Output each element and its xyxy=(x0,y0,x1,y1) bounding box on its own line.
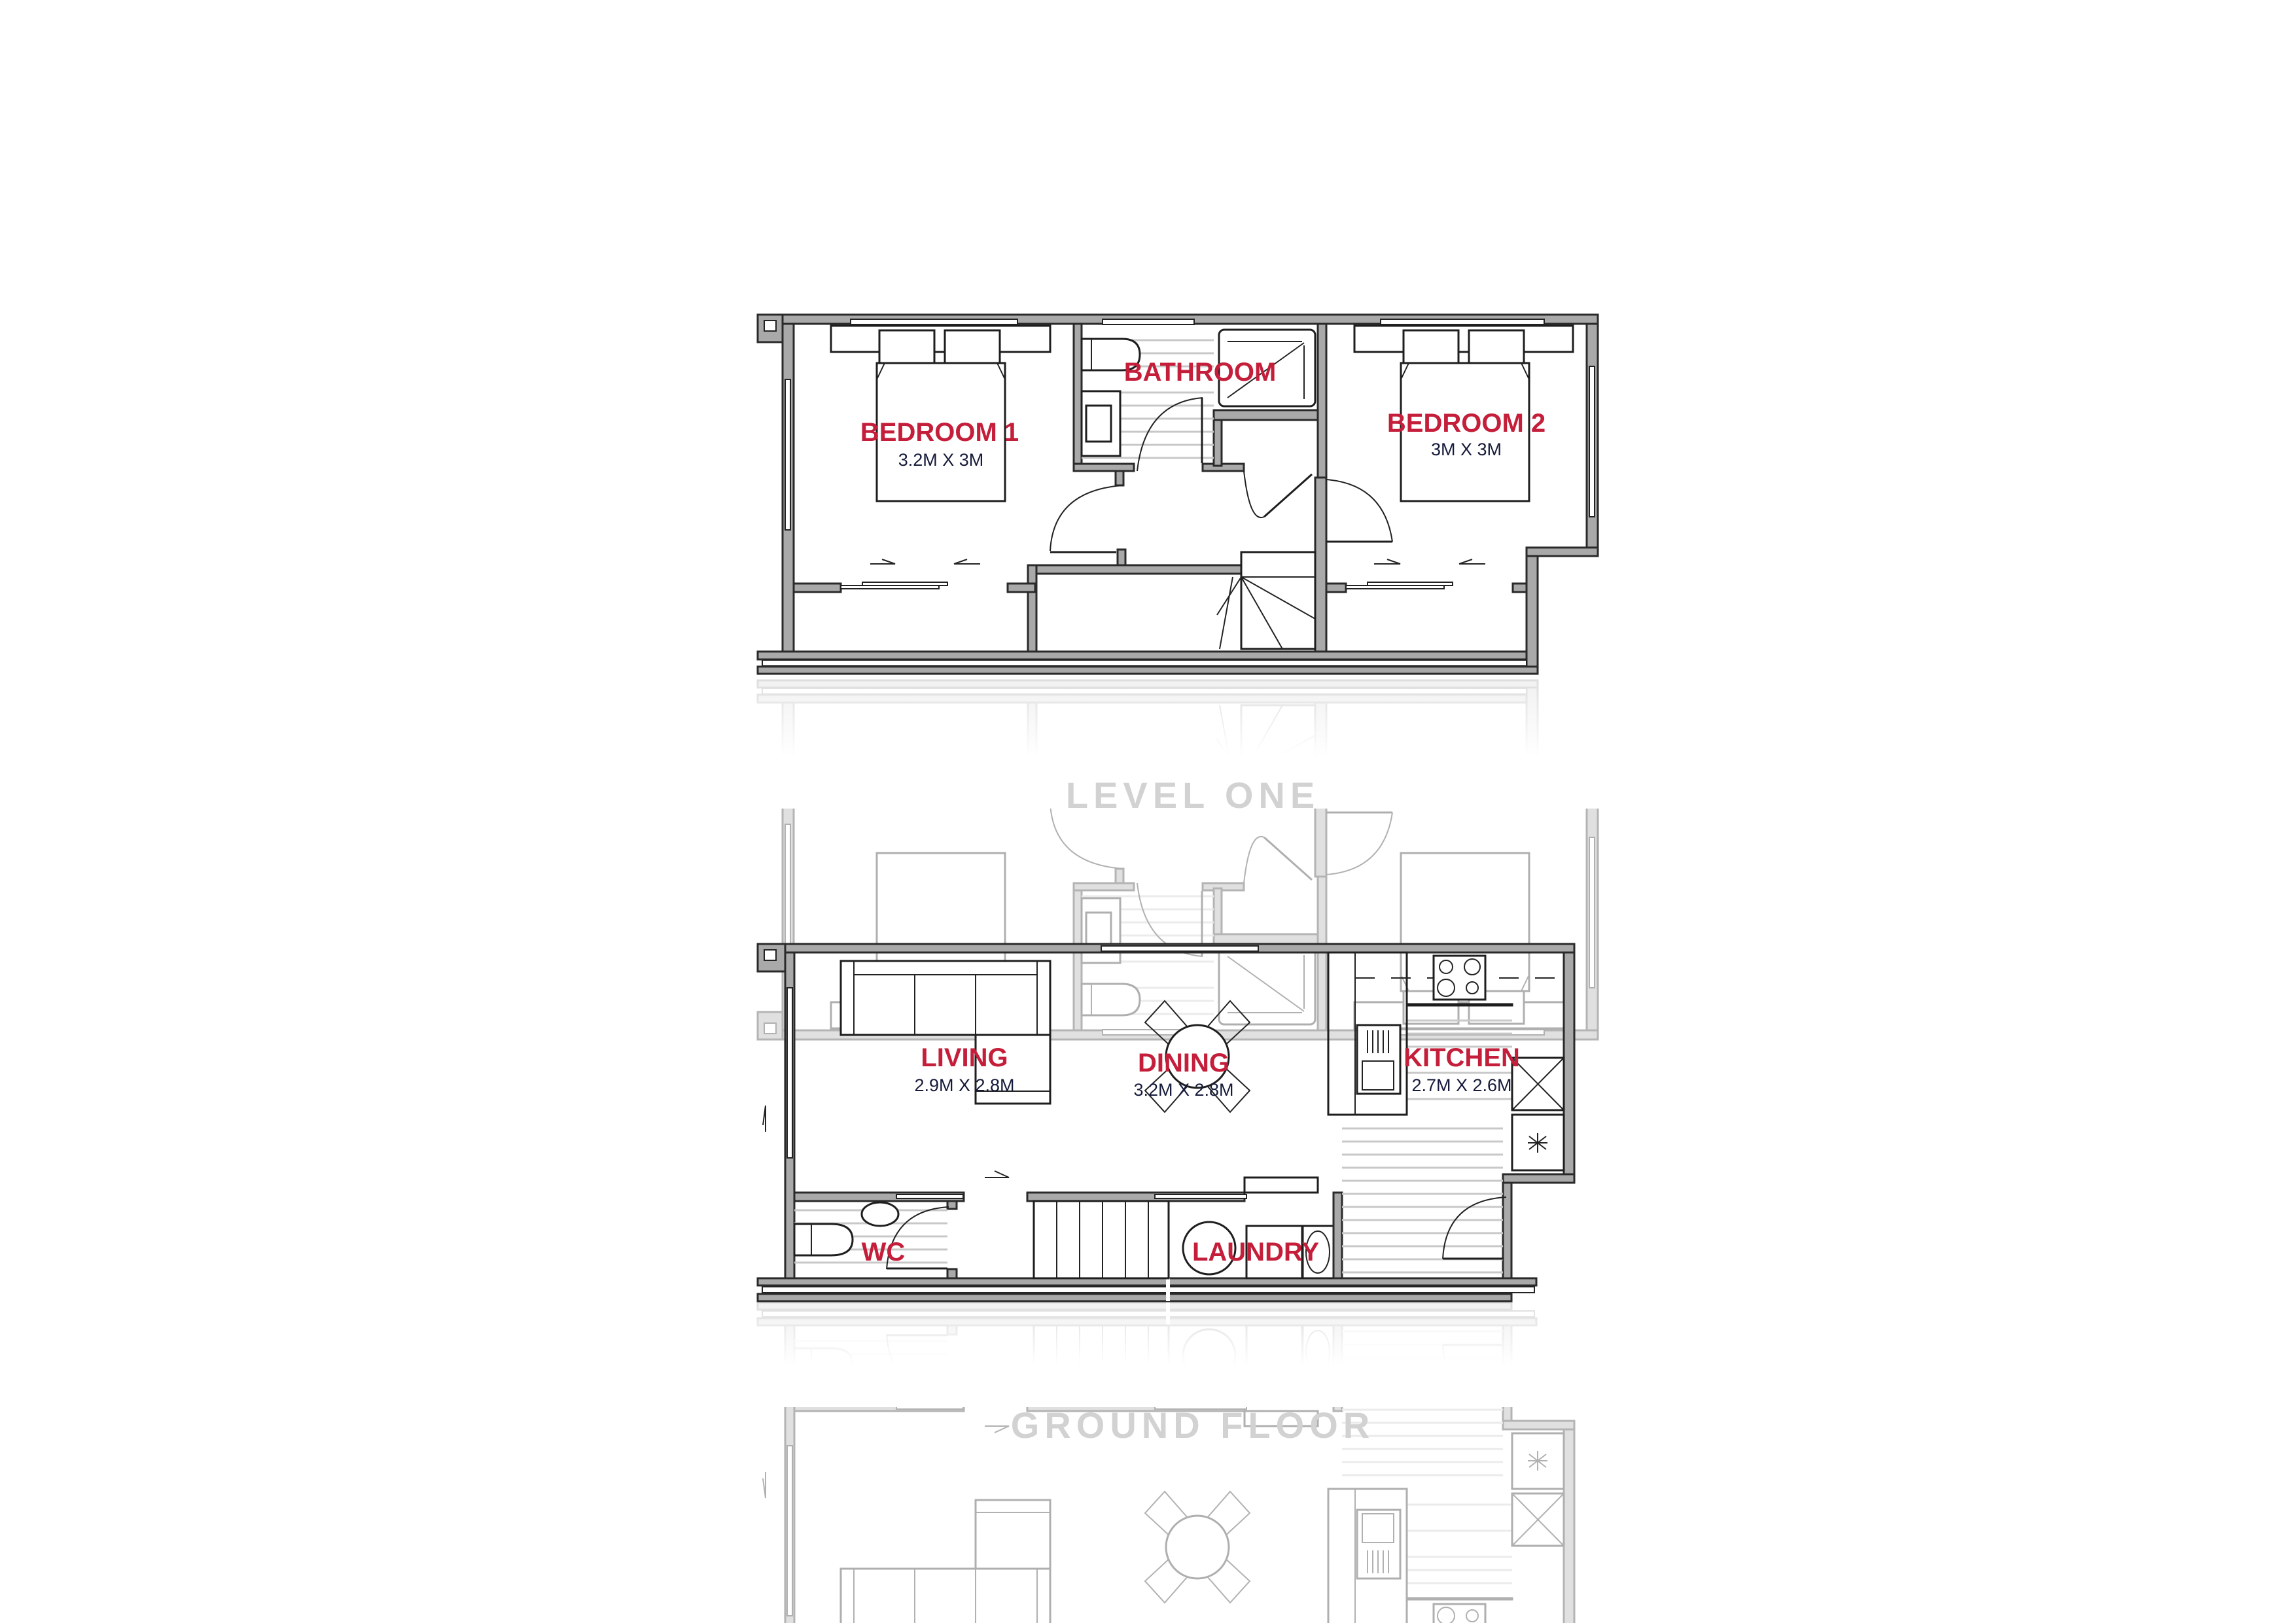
room-label-laundry: LAUNDRY xyxy=(1192,1238,1319,1266)
room-label-living: LIVING xyxy=(921,1043,1008,1072)
ground-floor-plan: LIVING 2.9M X 2.8M DINING 3.2M X 2.8M KI… xyxy=(720,944,1636,1623)
room-label-dining: DINING xyxy=(1138,1049,1229,1077)
room-label-bathroom: BATHROOM xyxy=(1124,358,1277,387)
room-label-kitchen: KITCHEN xyxy=(1404,1043,1520,1072)
room-size-living: 2.9M X 2.8M xyxy=(914,1075,1014,1095)
level-title-ground-floor: GROUND FLOOR xyxy=(1011,1405,1375,1446)
room-size-bedroom-2: 3M X 3M xyxy=(1431,440,1502,459)
reflection-fade xyxy=(720,678,1636,809)
reflection-fade xyxy=(720,1302,1636,1407)
room-size-kitchen: 2.7M X 2.6M xyxy=(1411,1075,1511,1095)
room-size-bedroom-1: 3.2M X 3M xyxy=(898,450,984,470)
room-label-bedroom-2: BEDROOM 2 xyxy=(1387,409,1545,438)
room-label-bedroom-1: BEDROOM 1 xyxy=(860,418,1019,447)
level-one-plan: BEDROOM 1 3.2M X 3M BATHROOM BEDROOM 2 3… xyxy=(720,313,1636,1041)
room-size-dining: 3.2M X 2.8M xyxy=(1133,1080,1233,1100)
room-label-wc: WC xyxy=(862,1238,906,1266)
level-title-level-one: LEVEL ONE xyxy=(1066,775,1320,816)
